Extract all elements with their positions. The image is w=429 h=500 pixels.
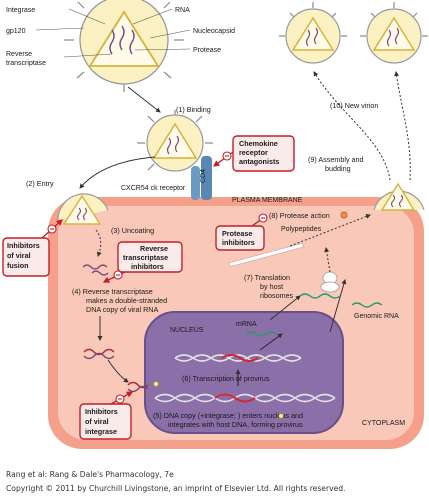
rti-line-1: Reverse [140, 244, 168, 253]
step-6: (6) Transcription of provirus [182, 374, 270, 383]
caption-copyright: Copyright © 2011 by Churchill Livingston… [6, 484, 346, 493]
integrase-line-1: Inhibitors [85, 407, 118, 416]
budding-virion [373, 182, 425, 211]
rt-line-1: Reverse [6, 51, 32, 58]
step-7-line-1: (7) Translation [244, 273, 290, 282]
step-1: (1) Binding [176, 105, 211, 114]
label-rna: RNA [175, 7, 190, 14]
ck-receptor [191, 166, 200, 200]
label-gp120: gp120 [6, 28, 26, 35]
chemokine-line-3: antagonists [239, 157, 279, 166]
step-10: (10) New virion [330, 101, 378, 110]
step-9-line-2: budding [325, 164, 351, 173]
new-virion-1 [279, 2, 347, 64]
cd4-label: CD4 [200, 169, 207, 183]
host-dna [154, 393, 336, 403]
rt-line-2: transcriptase [6, 60, 46, 67]
step-4: (4) Reverse transcriptase makes a double… [72, 287, 169, 314]
step-9-line-1: (9) Assembly and [308, 155, 364, 164]
step-2: (2) Entry [26, 179, 54, 188]
step-3: (3) Uncoating [111, 226, 154, 235]
receptor-label: CXCR54 ck receptor [121, 185, 186, 192]
step-5-line-2: integrates with host DNA, forming provir… [168, 420, 303, 429]
step-8: (8) Protease action [269, 211, 330, 220]
protease-drug-label: Protease inhibitors [222, 229, 255, 247]
chemokine-line-1: Chemokine [239, 139, 278, 148]
label-nucleocapsid: Nucleocapsid [193, 28, 235, 35]
chemokine-label: Chemokine receptor antagonists [239, 139, 280, 166]
integrase-line-3: integrase [85, 427, 117, 436]
step-7-line-3: ribosomes [260, 291, 294, 300]
caption-source: Rang et al: Rang & Dale's Pharmacology, … [6, 470, 174, 479]
step-4-line-2: makes a double-stranded [86, 296, 167, 305]
step-7: (7) Translation by host ribosomes [244, 273, 294, 300]
ribosome [320, 271, 340, 293]
rti-line-2: transcriptase [123, 253, 168, 262]
integrase-line-2: of viral [85, 417, 109, 426]
step-5: (5) DNA copy (+integrase; ) enters nucle… [153, 411, 305, 429]
polypeptides-label: Polypeptides [281, 226, 322, 233]
fusion-inhibitor-box: Inhibitors of viral fusion [2, 237, 50, 277]
chemokine-antagonist-box: Chemokine receptor antagonists [232, 135, 295, 172]
genomic-rna-label: Genomic RNA [354, 313, 399, 320]
mrna-label: mRNA [236, 321, 257, 328]
cytoplasm-label: CYTOPLASM [362, 420, 405, 427]
rt-inhibitor-box: Reverse transcriptase inhibitors [117, 241, 183, 273]
cd4-receptor [201, 156, 212, 200]
nucleus [144, 311, 344, 434]
fusion-line-1: Inhibitors [7, 241, 40, 250]
rti-label: Reverse transcriptase inhibitors [123, 244, 170, 271]
fusion-label: Inhibitors of viral fusion [7, 241, 42, 270]
binding-virion [137, 110, 213, 172]
step-7-line-2: by host [260, 282, 283, 291]
rti-line-3: inhibitors [131, 262, 164, 271]
protease-drug-line-1: Protease [222, 229, 252, 238]
label-integrase: Integrase [6, 7, 35, 14]
provirus-dna [174, 354, 302, 362]
nucleus-label: NUCLEUS [170, 327, 204, 334]
integrase-inhibitor-box: Inhibitors of viral integrase [79, 403, 132, 440]
mature-virion [64, 0, 184, 92]
chemokine-line-2: receptor [239, 148, 268, 157]
label-protease: Protease [193, 47, 221, 54]
entry-virion [57, 193, 109, 225]
integrase-drug-label: Inhibitors of viral integrase [85, 407, 120, 436]
step-4-line-1: (4) Reverse transcriptase [72, 287, 153, 296]
fusion-line-3: fusion [7, 261, 29, 270]
fusion-line-2: of viral [7, 251, 31, 260]
step-5-line-1: (5) DNA copy (+integrase; ) enters nucle… [153, 411, 303, 420]
new-virion-2 [360, 2, 428, 64]
protease-inhibitor-box: Protease inhibitors [215, 225, 265, 251]
protease-drug-line-2: inhibitors [222, 238, 255, 247]
plasma-membrane-label: PLASMA MEMBRANE [232, 197, 303, 204]
step-4-line-3: DNA copy of viral RNA [86, 305, 159, 314]
step-9: (9) Assembly and budding [308, 155, 366, 173]
label-reverse-transcriptase: Reverse transcriptase [6, 51, 46, 67]
